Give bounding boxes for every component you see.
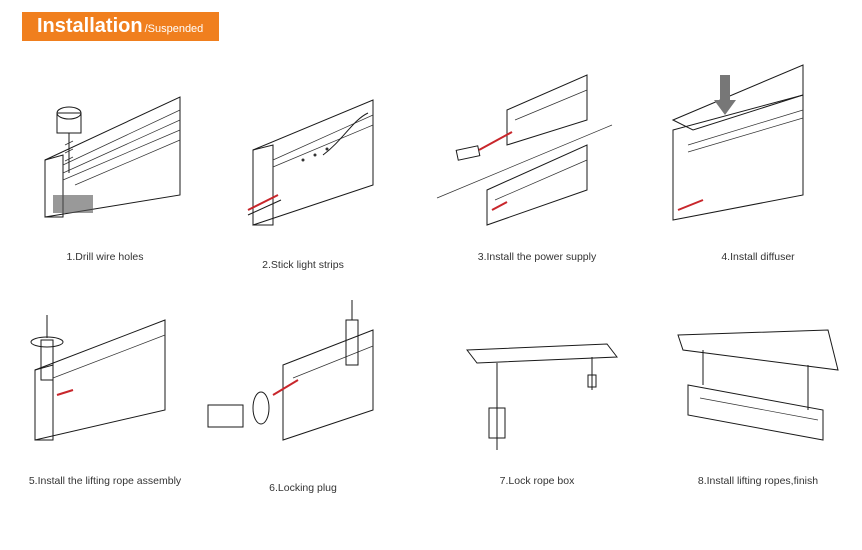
step-4: 4.Install diffuser [658,64,858,275]
step-7: 7.Lock rope box [437,330,637,495]
step-6: 6.Locking plug [203,300,403,495]
step-8: 8.Install lifting ropes,finish [658,325,858,495]
header-title: Installation [37,15,143,37]
step-4-label: 4.Install diffuser [721,251,795,263]
step-6-label: 6.Locking plug [269,482,337,494]
step-1: 1.Drill wire holes [5,85,205,275]
step-2: 2.Stick light strips [203,85,403,275]
step-3: 3.Install the power supply [436,70,637,275]
lifting-rope-illustration [30,315,166,441]
step-7-label: 7.Lock rope box [499,475,575,487]
drill-illustration [44,96,181,218]
locking-plug-illustration [207,300,374,441]
power-supply-illustration [436,74,613,226]
rope-box-illustration [466,343,618,450]
light-strip-illustration [247,99,374,226]
step-8-label: 8.Install lifting ropes,finish [697,475,819,487]
diffuser-illustration [671,64,804,221]
step-3-label: 3.Install the power supply [477,251,597,263]
step-1-label: 1.Drill wire holes [66,251,144,263]
step-2-label: 2.Stick light strips [262,259,344,271]
installation-header: Installation /Suspended [22,12,219,41]
header-subtitle: /Suspended [144,23,204,35]
step-5-label: 5.Install the lifting rope assembly [28,475,182,487]
finished-installation-illustration [677,329,839,441]
step-5: 5.Install the lifting rope assembly [5,310,205,495]
